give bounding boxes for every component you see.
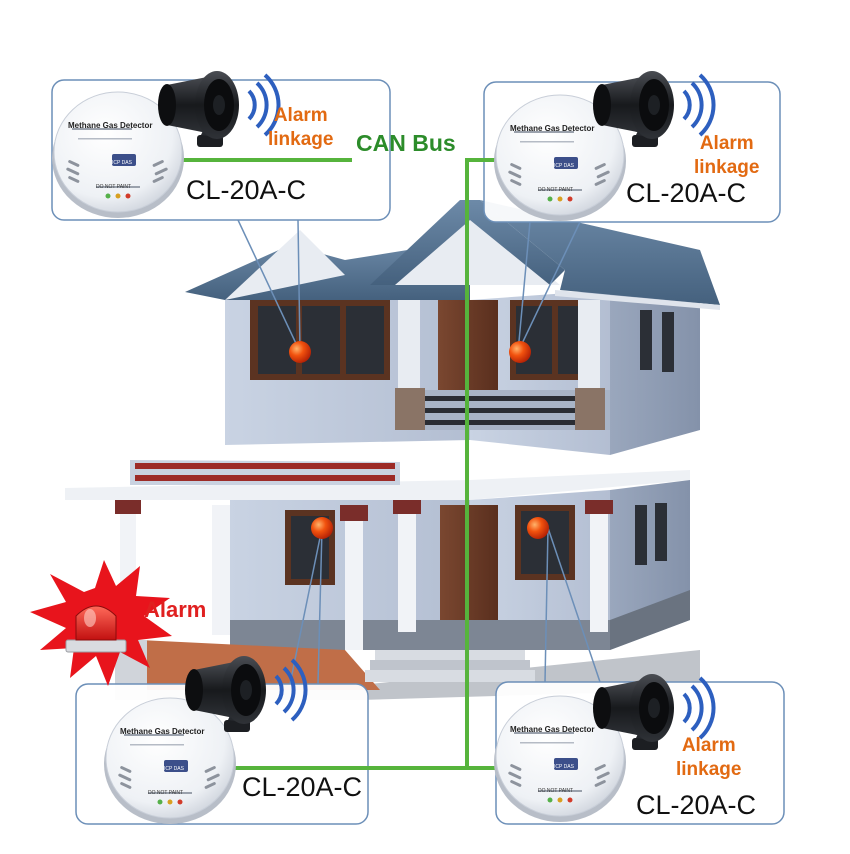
detector-logo: ICP DAS <box>554 764 575 770</box>
sensor-dot-upper-right <box>509 341 531 363</box>
gas-detector-icon <box>103 697 237 825</box>
detector-face-note: DO NOT PAINT <box>148 790 183 796</box>
sensor-dot-upper-left <box>289 341 311 363</box>
detector-logo: ICP DAS <box>164 766 185 772</box>
sensor-dot-lower-left <box>311 517 333 539</box>
detector-face-note: DO NOT PAINT <box>96 184 131 190</box>
detector-face-title: Methane Gas Detector <box>510 725 594 734</box>
detector-face-title: Methane Gas Detector <box>68 121 152 130</box>
warning-beacon-icon <box>65 605 127 653</box>
detector-face-note: DO NOT PAINT <box>538 187 573 193</box>
detector-logo: ICP DAS <box>112 160 133 166</box>
detector-face-title: Methane Gas Detector <box>510 124 594 133</box>
sensor-dot-lower-right <box>527 517 549 539</box>
detector-face-title: Methane Gas Detector <box>120 727 204 736</box>
detector-logo: ICP DAS <box>554 163 575 169</box>
detector-face-note: DO NOT PAINT <box>538 788 573 794</box>
house-illustration <box>65 200 720 700</box>
